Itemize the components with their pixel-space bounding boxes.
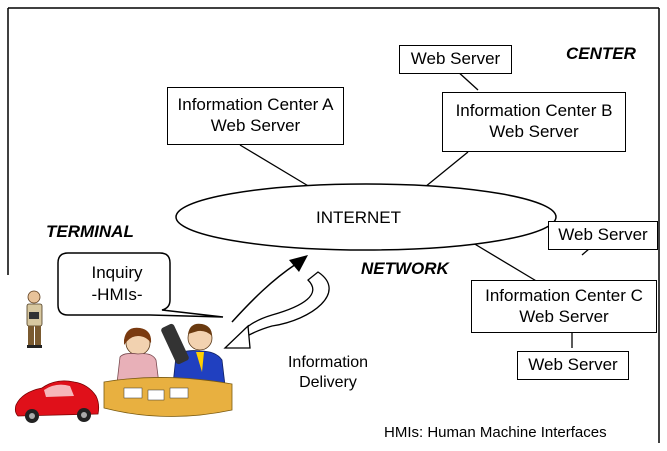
- web-server-c-top: Web Server: [548, 221, 658, 250]
- internet-label: INTERNET: [316, 208, 401, 227]
- delivery-line2: Delivery: [299, 374, 357, 391]
- inquiry-line2: -HMIs-: [91, 285, 143, 304]
- delivery-arrow: [237, 271, 330, 343]
- web-server-b-label: Web Server: [410, 49, 501, 68]
- delivery-arrow-head: [223, 324, 251, 349]
- delivery-label: Information Delivery: [272, 353, 384, 393]
- standing-user-illustration: [26, 290, 43, 348]
- inquiry-label: Inquiry -HMIs-: [72, 262, 162, 306]
- web-server-b: Web Server: [399, 45, 512, 74]
- center-a-title: Information Center A: [177, 95, 334, 114]
- terminal-label: TERMINAL: [46, 222, 134, 241]
- inquiry-line1: Inquiry: [91, 263, 143, 282]
- internet-cloud: [175, 183, 557, 251]
- web-server-c-bottom-label: Web Server: [528, 355, 618, 374]
- link-b-internet: [424, 151, 469, 188]
- delivery-line1: Information: [287, 354, 369, 371]
- link-a-internet: [239, 144, 311, 188]
- center-b-title: Information Center B: [455, 101, 613, 120]
- center-label: CENTER: [566, 44, 636, 63]
- web-server-c-top-label: Web Server: [558, 225, 648, 244]
- center-a-subtitle: Web Server: [210, 116, 301, 135]
- inquiry-arrow: [231, 263, 297, 323]
- web-server-c-bottom: Web Server: [517, 351, 629, 380]
- footnote: HMIs: Human Machine Interfaces: [384, 424, 607, 441]
- car-illustration: [14, 380, 100, 423]
- inquiry-arrow-head: [289, 255, 308, 272]
- office-workers-illustration: [103, 323, 233, 417]
- information-center-a: Information Center A Web Server: [167, 87, 344, 145]
- information-center-b: Information Center B Web Server: [442, 92, 626, 152]
- network-label: NETWORK: [361, 259, 449, 278]
- information-center-c: Information Center C Web Server: [471, 280, 657, 333]
- center-b-subtitle: Web Server: [489, 122, 579, 141]
- link-internet-c: [467, 239, 539, 283]
- inquiry-bubble: [57, 252, 224, 318]
- center-c-title: Information Center C: [485, 286, 643, 305]
- center-c-subtitle: Web Server: [519, 307, 609, 326]
